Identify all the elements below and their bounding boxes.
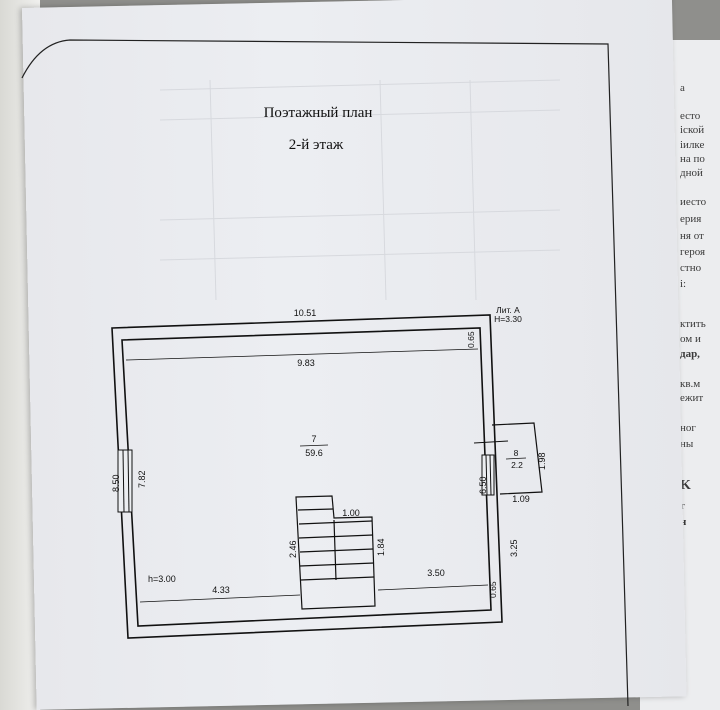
- side-text: ктить: [680, 318, 706, 330]
- room-7-area: 59.6: [305, 448, 323, 458]
- side-text: ом и: [680, 333, 701, 345]
- dim-bottom-right: 3.50: [427, 568, 445, 578]
- dim-stair-right: 1.84: [376, 538, 386, 556]
- side-text: ны: [680, 438, 694, 450]
- side-text: ежит: [680, 392, 704, 404]
- side-text: дной: [680, 167, 703, 179]
- dim-stair-left: 2.46: [288, 540, 298, 558]
- room-7-fraction-line: [299, 444, 329, 447]
- side-text: а: [680, 82, 685, 94]
- annex-room-8: [491, 422, 543, 495]
- dim-right-lower: 6.50: [478, 476, 488, 494]
- dim-line-bottom-right: [377, 584, 489, 591]
- height-label: Н=3.30: [494, 314, 522, 324]
- side-text: ерия: [680, 213, 702, 225]
- page-subtitle: 2-й этаж: [289, 137, 344, 153]
- dim-line-bottom-left: [139, 594, 301, 603]
- page-title: Поэтажный план: [264, 105, 373, 121]
- side-text: іилке: [680, 139, 705, 151]
- side-text: иесто: [680, 196, 707, 208]
- side-text: дар,: [680, 348, 700, 360]
- dim-outer-width: 10.51: [294, 308, 317, 318]
- room-8-number: 8: [514, 448, 519, 458]
- dim-line-inner-width: [125, 348, 479, 361]
- room-7-number: 7: [311, 434, 316, 444]
- side-text: ня от: [680, 230, 704, 242]
- side-text: стно: [680, 262, 702, 274]
- side-text: ног: [680, 422, 696, 434]
- side-text: і:: [680, 278, 687, 290]
- dim-stair-width: 1.00: [342, 508, 360, 518]
- right-door: [481, 454, 495, 496]
- side-text: н: [680, 516, 687, 528]
- dim-right-small: 3.25: [509, 539, 519, 557]
- dim-annex-width: 1.09: [512, 494, 530, 504]
- dim-wall-top: 0.65: [466, 331, 476, 348]
- room-8-fraction-line: [505, 457, 527, 460]
- dim-annex-height: 1.98: [537, 452, 547, 470]
- dim-wall-bottom: 0.65: [488, 581, 498, 598]
- dim-bottom-left: 4.33: [212, 585, 230, 595]
- side-text: героя: [680, 246, 706, 258]
- side-text: іской: [680, 124, 705, 136]
- side-text: K: [680, 478, 691, 493]
- room-height-label: h=3.00: [148, 574, 176, 584]
- outer-wall: [111, 314, 503, 639]
- dim-inner-width: 9.83: [297, 358, 315, 368]
- faint-grid: [159, 79, 561, 301]
- staircase: [295, 495, 376, 610]
- side-text: кв.м: [680, 378, 701, 390]
- side-text: на по: [680, 153, 705, 165]
- room-8-area: 2.2: [511, 460, 523, 470]
- left-window: [117, 449, 133, 513]
- dim-left-inner: 7.82: [137, 470, 147, 488]
- side-text: есто: [680, 110, 701, 122]
- dim-left-outer: 8.50: [111, 474, 121, 492]
- frame-border: [21, 39, 629, 707]
- inner-wall: [121, 327, 492, 627]
- annex-line: [473, 440, 509, 444]
- liter-label: Лит. А: [496, 305, 520, 315]
